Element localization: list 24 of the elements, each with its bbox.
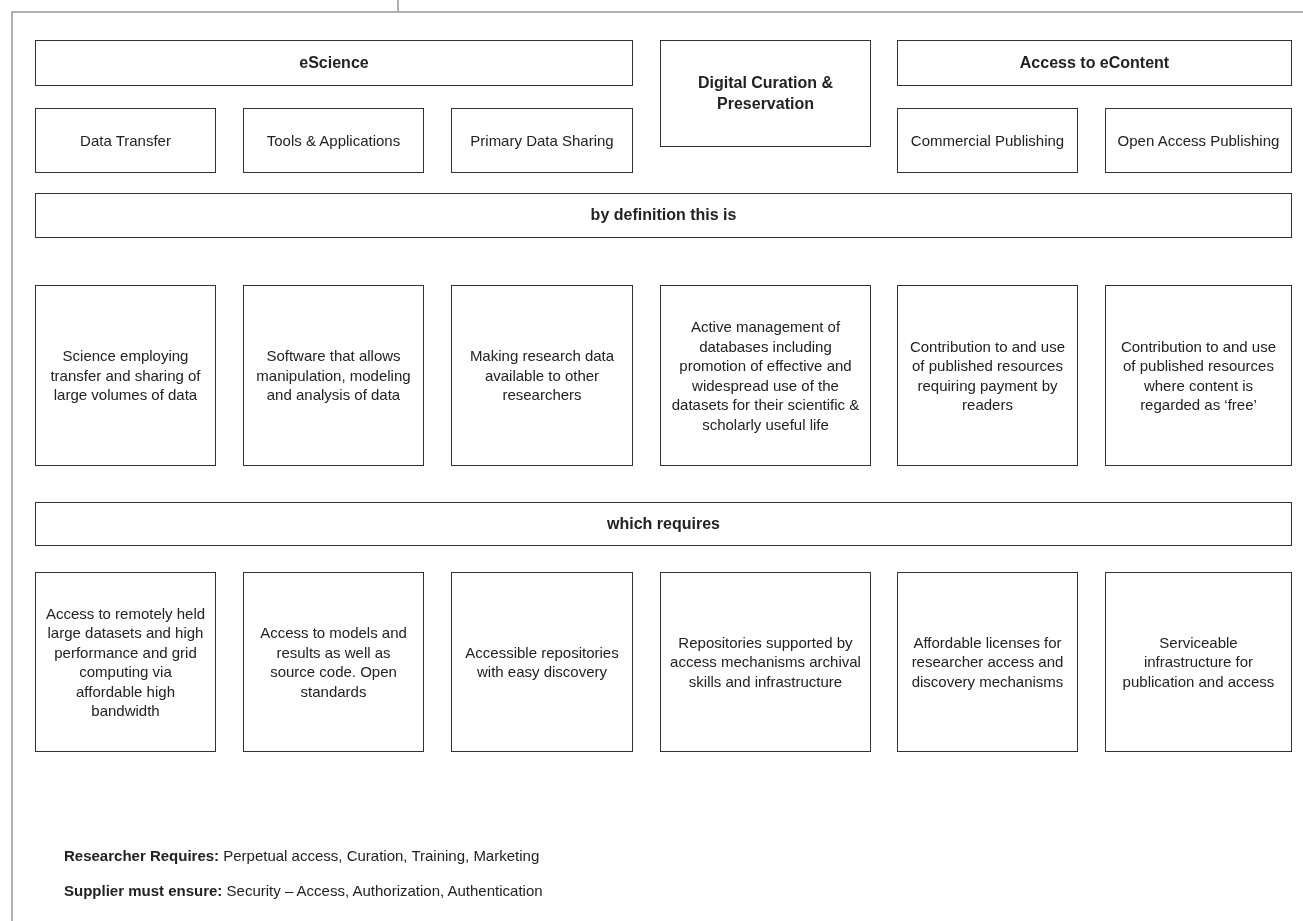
requirement-box: Serviceable infrastructure for publication and access <box>1105 572 1292 752</box>
topic-box: Open Access Publishing <box>1105 108 1292 173</box>
topic-box: Commercial Publishing <box>897 108 1078 173</box>
requirement-box: Affordable licenses for researcher access and discovery mechanisms <box>897 572 1078 752</box>
topic-box: Data Transfer <box>35 108 216 173</box>
requirement-box: Access to remotely held large datasets and high performance and grid computing via affordable high bandwidth <box>35 572 216 752</box>
requirement-box: Access to models and results as well as source code. Open standards <box>243 572 424 752</box>
section-band: by definition this is <box>35 193 1292 238</box>
definition-box: Active management of databases including promotion of effective and widespread use of the datasets for their scientific & scholarly useful life <box>660 285 871 466</box>
definition-box: Contribution to and use of published resources where content is regarded as ‘free’ <box>1105 285 1292 466</box>
definition-box: Making research data available to other researchers <box>451 285 633 466</box>
category-header-box: Access to eContent <box>897 40 1292 86</box>
requirement-box: Accessible repositories with easy discovery <box>451 572 633 752</box>
definition-box: Science employing transfer and sharing of large volumes of data <box>35 285 216 466</box>
note-text: Supplier must ensure: Security – Access, Authorization, Authentication <box>64 882 543 899</box>
definition-box: Contribution to and use of published resources requiring payment by readers <box>897 285 1078 466</box>
category-header-box: Digital Curation & Preservation <box>660 40 871 147</box>
definition-box: Software that allows manipulation, modeling and analysis of data <box>243 285 424 466</box>
category-header-box: eScience <box>35 40 633 86</box>
requirement-box: Repositories supported by access mechanisms archival skills and infrastructure <box>660 572 871 752</box>
topic-box: Primary Data Sharing <box>451 108 633 173</box>
section-band: which requires <box>35 502 1292 546</box>
note-text: Researcher Requires: Perpetual access, Curation, Training, Marketing <box>64 847 540 864</box>
topic-box: Tools & Applications <box>243 108 424 173</box>
